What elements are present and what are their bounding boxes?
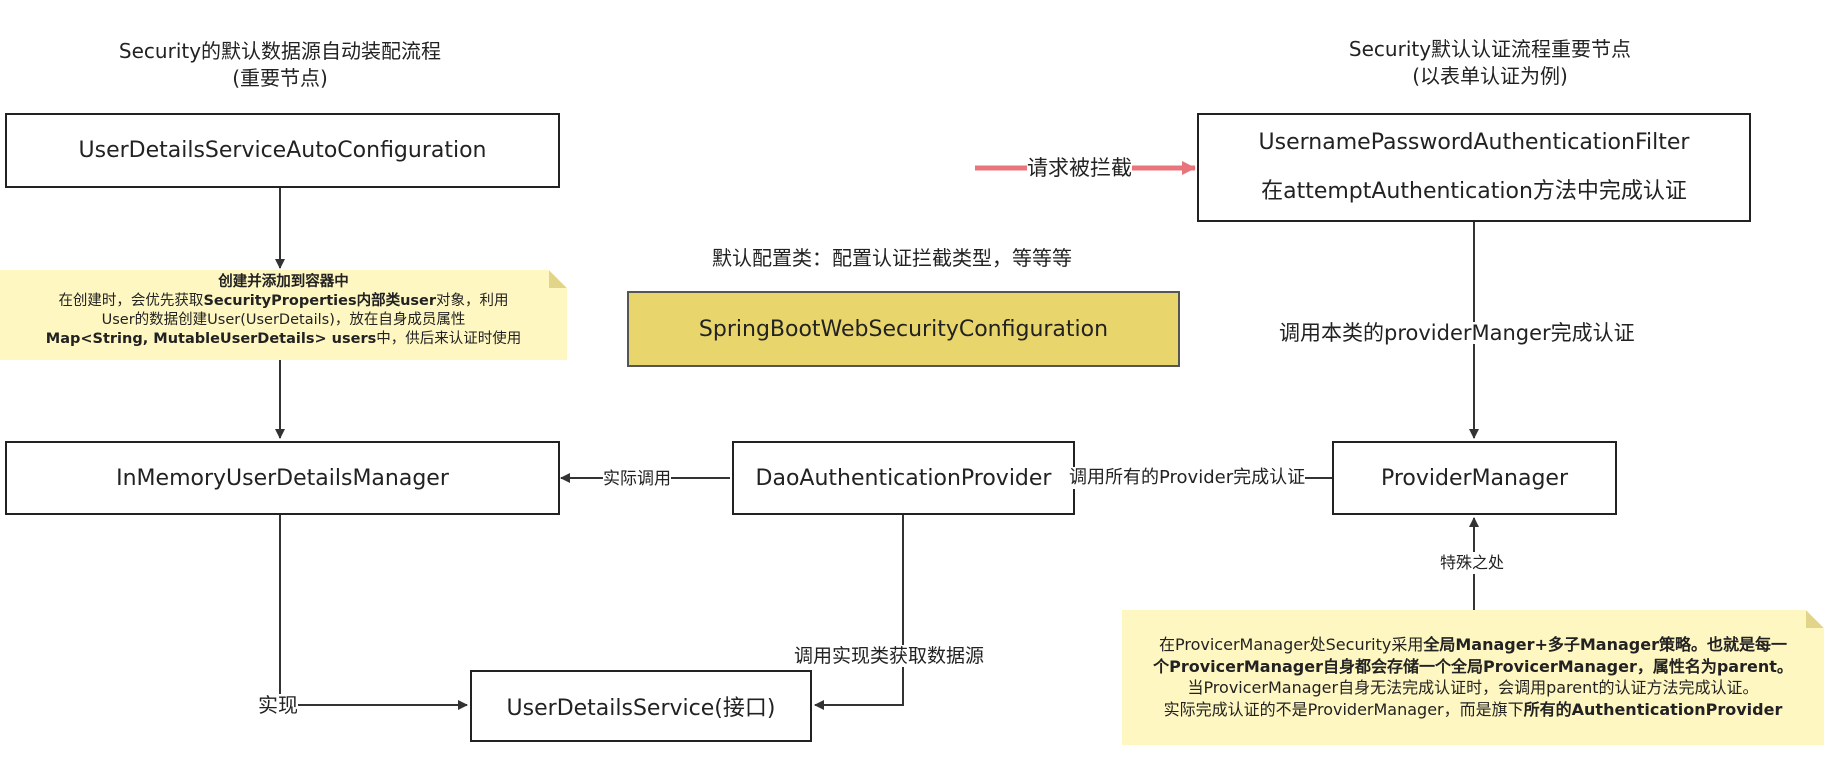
note-right-l2: 个ProvicerManager自身都会存储一个全局ProvicerManage…: [1153, 656, 1793, 676]
note-provider-manager-strategy: 在ProvicerManager处Security采用全局Manager+多子M…: [1122, 610, 1824, 745]
label-implements: 实现: [258, 693, 298, 717]
note-right-l1a: 在ProvicerManager处Security采用: [1159, 635, 1424, 654]
node-userdetailsservice-interface: UserDetailsService(接口): [470, 670, 812, 742]
right-title-line1: Security默认认证流程重要节点: [1348, 37, 1632, 61]
edge-inmemory-implements: [279, 515, 468, 710]
node-dao-authentication-provider: DaoAuthenticationProvider: [732, 441, 1075, 515]
note-left-l3: User的数据创建User(UserDetails)，放在自身成员属性: [101, 312, 466, 328]
note-right-l4b: 所有的AuthenticationProvider: [1523, 699, 1783, 719]
node-springboot-websecurity-configuration: SpringBootWebSecurityConfiguration: [627, 291, 1180, 367]
left-section-title: Security的默认数据源自动装配流程 (重要节点): [70, 38, 490, 92]
note-left-l4a: Map<String, MutableUserDetails> users: [45, 331, 377, 347]
left-title-line2: (重要节点): [232, 66, 328, 90]
note-left-l2b: SecurityProperties内部类user: [203, 293, 437, 309]
node-userdetailsservice-autoconfiguration: UserDetailsServiceAutoConfiguration: [5, 113, 560, 188]
label-request-intercepted: 请求被拦截: [1027, 156, 1132, 180]
node-username-password-authentication-filter: UsernamePasswordAuthenticationFilter 在at…: [1197, 113, 1751, 222]
note-right-l4a: 实际完成认证的不是ProviderManager，而是旗下: [1163, 699, 1524, 719]
right-title-line2: (以表单认证为例): [1412, 64, 1568, 88]
label-call-all-providers: 调用所有的Provider完成认证: [1069, 467, 1306, 489]
label-default-config-class: 默认配置类：配置认证拦截类型，等等等: [712, 246, 1072, 270]
node-provider-manager: ProviderManager: [1332, 441, 1617, 515]
label-special: 特殊之处: [1440, 552, 1505, 574]
label-call-provider-manager: 调用本类的providerManger完成认证: [1279, 321, 1635, 345]
node-inmemory-userdetails-manager: InMemoryUserDetailsManager: [5, 441, 560, 515]
label-actual-call: 实际调用: [603, 468, 671, 490]
filter-name: UsernamePasswordAuthenticationFilter: [1258, 130, 1690, 155]
note-left-l2a: 在创建时，会优先获取: [58, 293, 204, 309]
note-left-l2c: 对象，利用: [436, 293, 509, 309]
right-section-title: Security默认认证流程重要节点 (以表单认证为例): [1280, 36, 1700, 90]
note-left-l4b: 中，供后来认证时使用: [376, 331, 522, 347]
note-left-heading: 创建并添加到容器中: [218, 274, 349, 290]
note-right-l1b: 全局Manager+多子Manager策略。也就是每一: [1423, 635, 1787, 654]
label-call-impl-datasource: 调用实现类获取数据源: [794, 645, 985, 667]
note-create-and-register: 创建并添加到容器中 在创建时，会优先获取SecurityProperties内部…: [0, 270, 567, 360]
left-title-line1: Security的默认数据源自动装配流程: [118, 39, 442, 63]
note-right-l3: 当ProvicerManager自身无法完成认证时，会调用parent的认证方法…: [1187, 678, 1759, 697]
edge-dao-to-userdetailsservice: [814, 515, 904, 710]
filter-method-note: 在attemptAuthentication方法中完成认证: [1261, 179, 1687, 204]
